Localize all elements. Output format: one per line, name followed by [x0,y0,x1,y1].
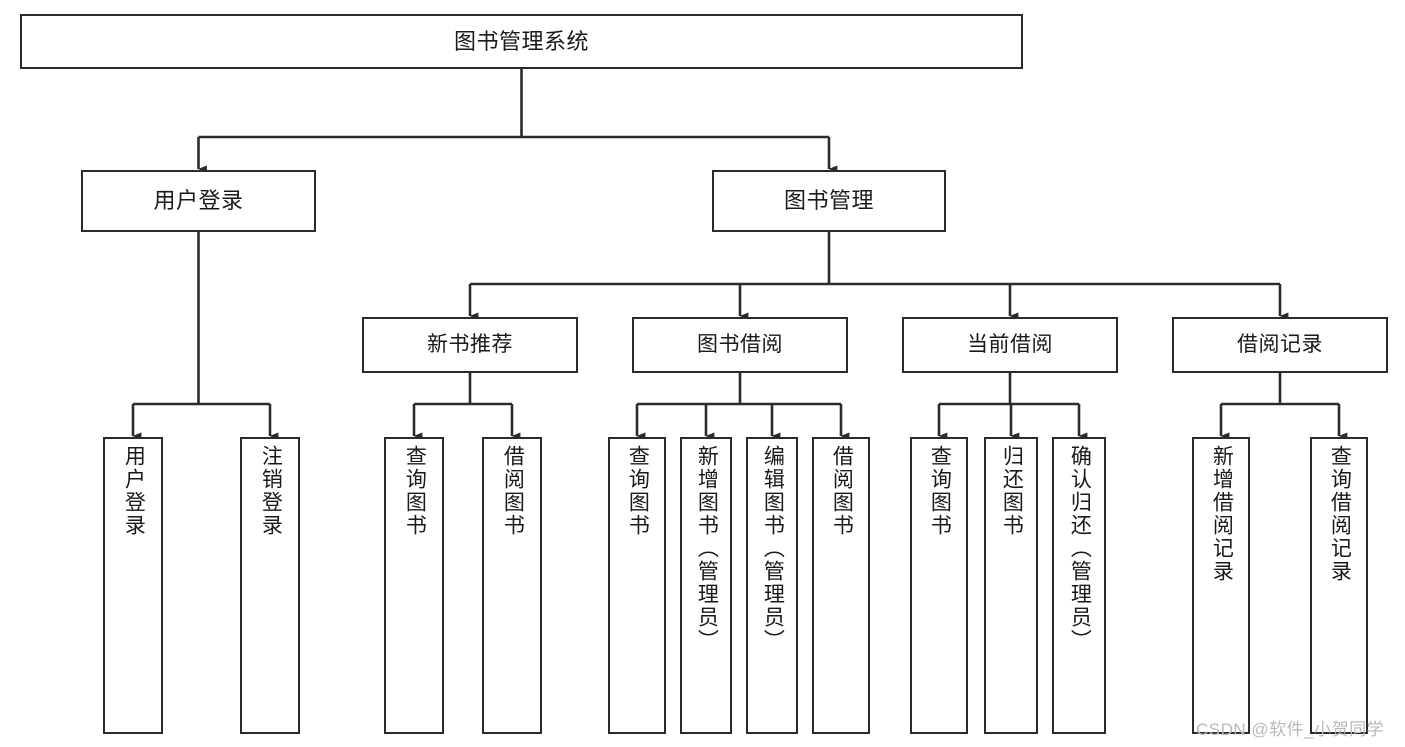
node-user-login[interactable]: 用户登录 [81,170,316,232]
node-leaf-add-book[interactable]: 新增图书（管理员） [680,437,732,734]
node-leaf-borrow-book-1[interactable]: 借阅图书 [482,437,542,734]
node-leaf-edit-book[interactable]: 编辑图书（管理员） [746,437,798,734]
node-borrow-record-label: 借阅记录 [1237,332,1323,356]
node-leaf-edit-book-label: 编辑图书（管理员） [761,445,785,652]
node-book-manage[interactable]: 图书管理 [712,170,946,232]
watermark: CSDN @软件_小贺同学 [1196,720,1385,739]
node-borrow-record[interactable]: 借阅记录 [1172,317,1388,373]
node-leaf-return-book-label: 归还图书 [1000,445,1024,537]
node-leaf-user-login-label: 用户登录 [122,445,146,537]
node-leaf-confirm-return-label: 确认归还（管理员） [1068,445,1092,652]
node-leaf-return-book[interactable]: 归还图书 [984,437,1038,734]
node-leaf-query-record-label: 查询借阅记录 [1328,445,1352,583]
node-current-borrow-label: 当前借阅 [967,332,1053,356]
node-leaf-query-book-1[interactable]: 查询图书 [384,437,444,734]
node-leaf-borrow-book-1-label: 借阅图书 [501,445,525,537]
node-leaf-borrow-book-2-label: 借阅图书 [830,445,854,537]
node-book-borrow-label: 图书借阅 [697,332,783,356]
node-leaf-query-record[interactable]: 查询借阅记录 [1310,437,1368,734]
node-book-manage-label: 图书管理 [783,188,874,214]
node-leaf-borrow-book-2[interactable]: 借阅图书 [812,437,870,734]
node-book-borrow[interactable]: 图书借阅 [632,317,848,373]
node-root[interactable]: 图书管理系统 [20,14,1023,69]
node-current-borrow[interactable]: 当前借阅 [902,317,1118,373]
node-leaf-query-book-2[interactable]: 查询图书 [608,437,666,734]
node-leaf-user-logout[interactable]: 注销登录 [240,437,300,734]
node-leaf-query-book-1-label: 查询图书 [403,445,427,537]
node-leaf-confirm-return[interactable]: 确认归还（管理员） [1052,437,1106,734]
node-leaf-query-book-3[interactable]: 查询图书 [910,437,968,734]
node-leaf-query-book-3-label: 查询图书 [928,445,952,537]
node-leaf-query-book-2-label: 查询图书 [626,445,650,537]
node-leaf-user-login[interactable]: 用户登录 [103,437,163,734]
node-leaf-add-book-label: 新增图书（管理员） [695,445,719,652]
node-new-book-recommend-label: 新书推荐 [427,332,513,356]
node-root-label: 图书管理系统 [453,28,589,54]
node-leaf-add-record[interactable]: 新增借阅记录 [1192,437,1250,734]
node-new-book-recommend[interactable]: 新书推荐 [362,317,578,373]
node-leaf-user-logout-label: 注销登录 [259,445,283,537]
node-leaf-add-record-label: 新增借阅记录 [1210,445,1234,583]
node-user-login-label: 用户登录 [153,188,244,214]
